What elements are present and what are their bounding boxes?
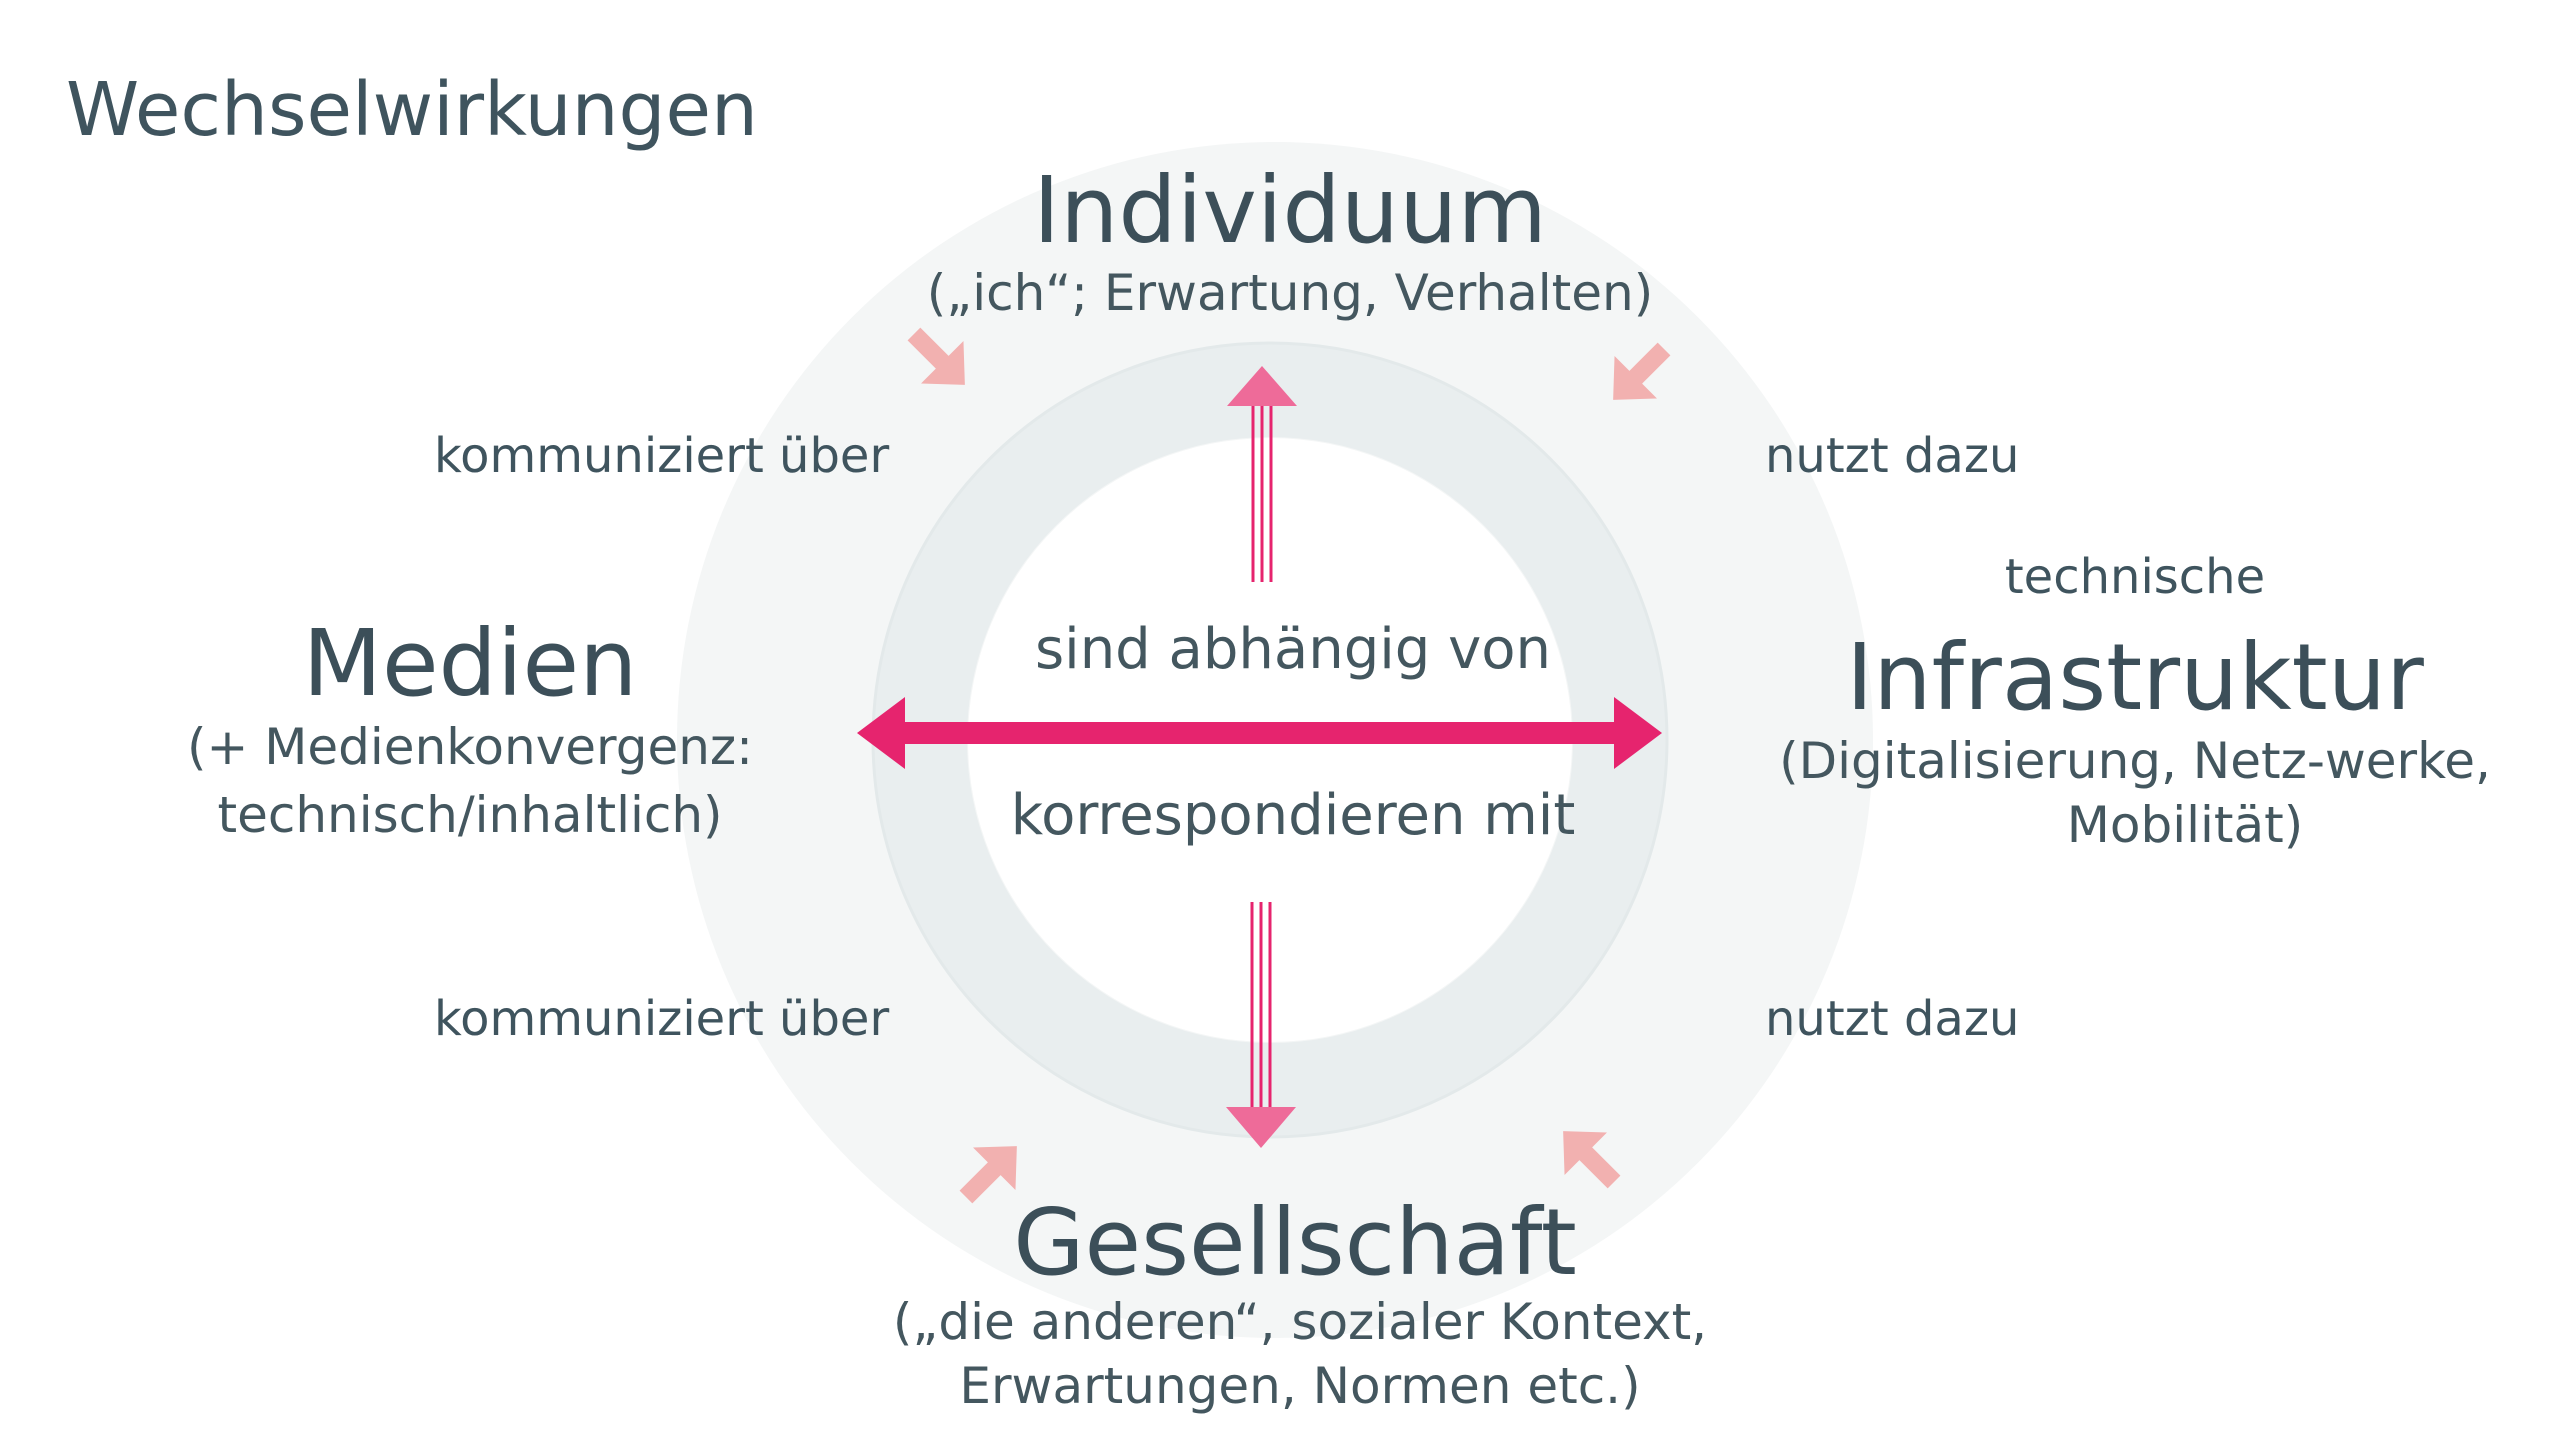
center-text-upper: sind abhängig von	[1034, 617, 1552, 682]
node-gesellschaft-name: Gesellschaft	[1013, 1189, 1577, 1296]
node-medien-detail-line2: technisch/inhaltlich)	[217, 786, 723, 844]
arrow-bottom-left-icon	[959, 1146, 1017, 1204]
node-medien-detail-line1: (+ Medienkonvergenz:	[186, 718, 754, 776]
node-gesellschaft-detail-line2: Erwartungen, Normen etc.)	[959, 1357, 1641, 1415]
arrow-bottom-right-icon	[1563, 1131, 1621, 1189]
horizontal-double-arrow-icon	[857, 697, 1662, 769]
node-infrastruktur-detail-line1: (Digitalisierung, Netz-werke,	[1779, 732, 2491, 790]
relation-top-left: kommuniziert über	[434, 428, 890, 484]
center-text-lower: korrespondieren mit	[1010, 783, 1576, 848]
node-individuum-name: Individuum	[1032, 157, 1548, 264]
node-infrastruktur-detail-line2: Mobilität)	[2066, 796, 2304, 854]
diagram-title: Wechselwirkungen	[66, 67, 758, 153]
node-infrastruktur-name: Infrastruktur	[1846, 624, 2424, 731]
down-arrow-icon	[1226, 902, 1296, 1148]
node-gesellschaft-detail-line1: („die anderen“, sozialer Kontext,	[892, 1293, 1708, 1351]
up-arrow-icon	[1227, 366, 1297, 582]
relation-bottom-left: kommuniziert über	[434, 991, 890, 1047]
relation-top-right: nutzt dazu	[1765, 428, 2020, 484]
relation-bottom-right: nutzt dazu	[1765, 991, 2020, 1047]
node-infrastruktur-pre: technische	[2004, 549, 2266, 605]
node-medien-name: Medien	[302, 610, 638, 717]
node-individuum-detail: („ich“; Erwartung, Verhalten)	[926, 264, 1654, 322]
arrow-top-right-icon	[1613, 342, 1671, 400]
arrow-top-left-icon	[907, 327, 965, 385]
